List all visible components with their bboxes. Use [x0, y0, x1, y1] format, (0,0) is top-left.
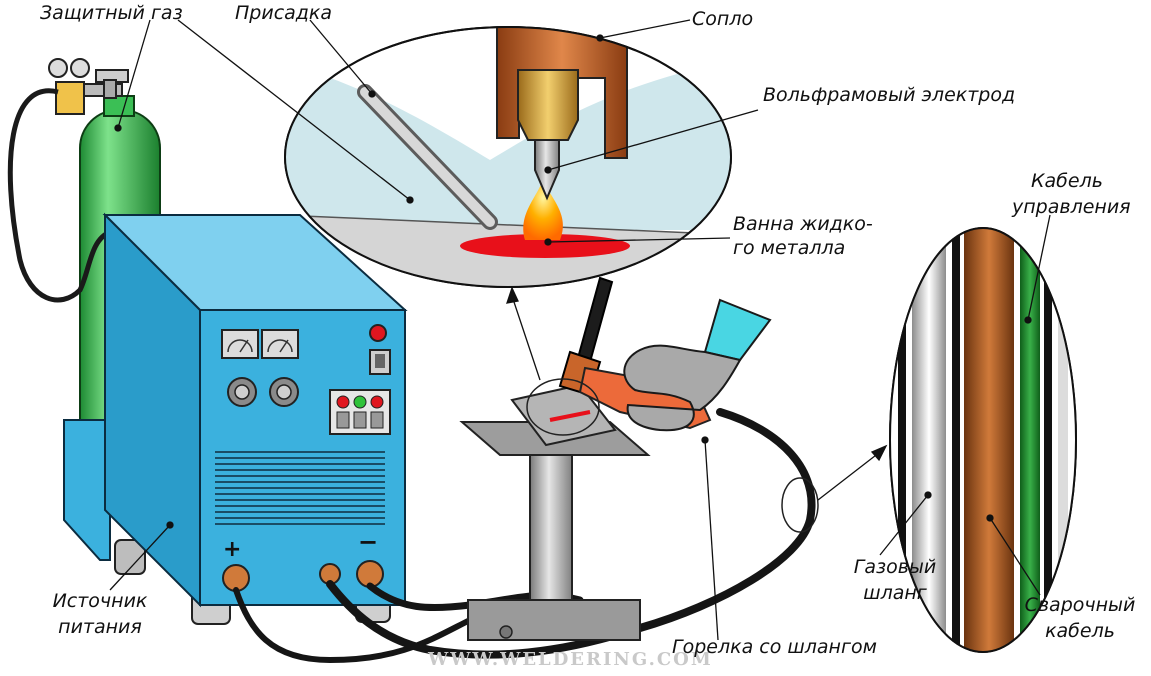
label-gas-hose-1: Газовый	[853, 556, 937, 578]
label-filler: Присадка	[235, 2, 333, 24]
hose-section-marker	[781, 477, 819, 533]
label-control-cable-1: Кабель	[1031, 170, 1103, 192]
power-source	[102, 212, 408, 608]
label-welding-cable-2: кабель	[1045, 620, 1115, 642]
label-power-source-2: питания	[58, 616, 142, 638]
welding-stand	[459, 383, 651, 641]
gas-supply-hose	[7, 88, 112, 303]
plus-terminal-sign: +	[223, 537, 241, 562]
label-shielding-gas: Защитный газ	[40, 2, 183, 24]
minus-terminal-sign: −	[358, 528, 378, 556]
label-weld-pool-2: го металла	[733, 237, 846, 259]
label-nozzle: Сопло	[692, 8, 754, 30]
gloved-hand	[623, 298, 772, 432]
label-tungsten-electrode: Вольфрамовый электрод	[763, 84, 1016, 106]
label-control-cable-2: управления	[1012, 196, 1131, 218]
hose-cross-section	[889, 227, 1077, 653]
label-weld-pool-1: Ванна жидко-	[733, 213, 873, 235]
label-gas-hose-2: шланг	[863, 582, 927, 604]
label-welding-cable-1: Сварочный	[1024, 594, 1136, 616]
gas-regulator	[48, 58, 129, 115]
label-power-source-1: Источник	[52, 590, 148, 612]
weld-zone-marker	[526, 378, 600, 436]
label-torch-with-hose: Горелка со шлангом	[672, 636, 877, 658]
leader-lines	[109, 19, 1051, 641]
watermark: WWW.WELDERING.COM	[427, 649, 713, 670]
